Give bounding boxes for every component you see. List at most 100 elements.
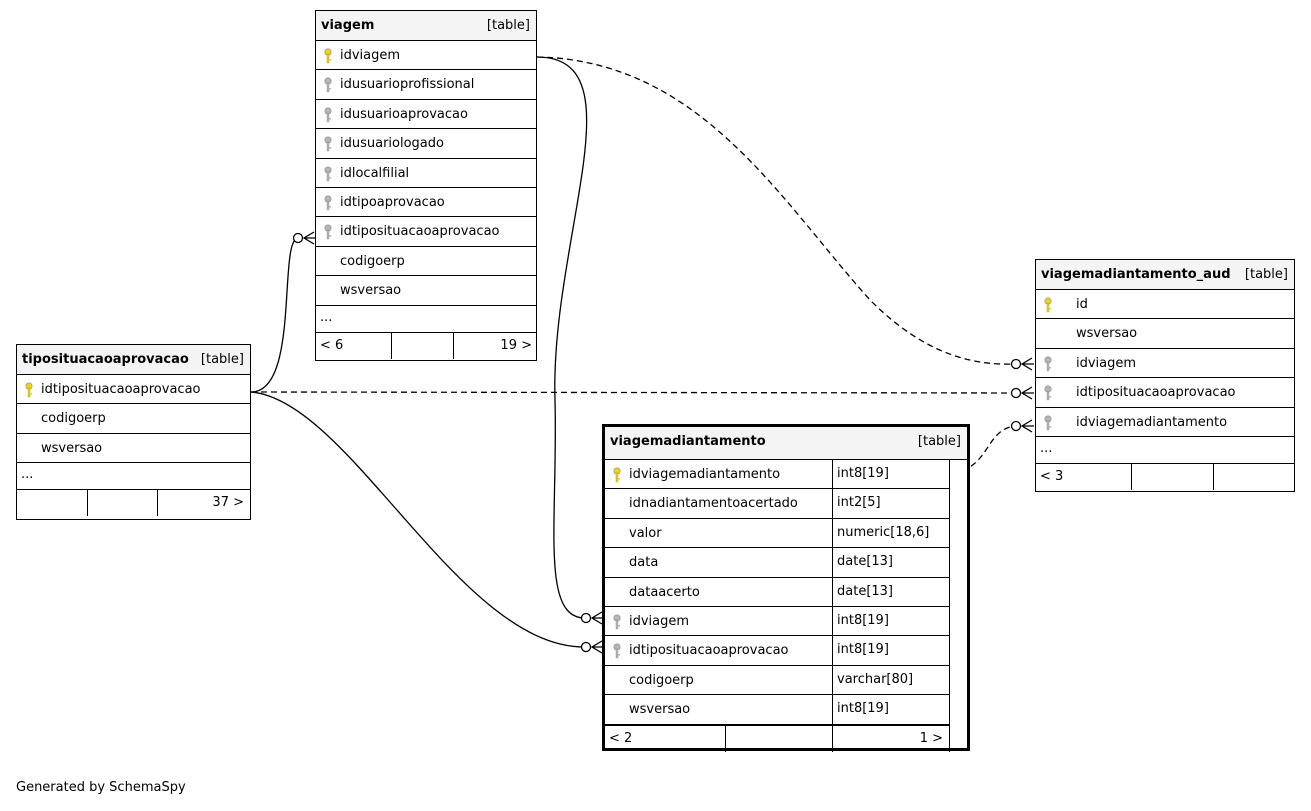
link-aud-viagem (536, 56, 1017, 365)
table-viagemadiantamento[interactable]: viagemadiantamento [table] idviagemadian… (602, 424, 970, 752)
column-name: idtiposituacaoaprovacao (340, 224, 500, 240)
table-name[interactable]: viagemadiantamento_aud (1041, 267, 1231, 282)
column-row[interactable]: idtiposituacaoaprovacao (17, 375, 250, 405)
column-row[interactable]: idtiposituacaoaprovacao (1036, 378, 1294, 408)
foreign-key-icon (323, 107, 333, 123)
foreign-key-icon (323, 166, 333, 182)
column-row[interactable]: valor numeric[18,6] (605, 518, 949, 549)
column-name: idusuarioaprovacao (340, 106, 468, 122)
column-row[interactable]: idviagem (316, 41, 536, 71)
column-name: valor (629, 525, 662, 541)
table-viagem[interactable]: viagem [table] idviagem idusuarioprofissi… (315, 10, 537, 361)
column-name: idviagem (629, 613, 690, 629)
foreign-key-icon (612, 643, 622, 659)
column-row[interactable]: wsversao (316, 276, 536, 306)
column-name: idviagem (1076, 355, 1137, 371)
column-type: date[13] (832, 577, 949, 606)
column-name: data (629, 555, 659, 571)
foreign-key-icon (1043, 415, 1053, 431)
column-row[interactable]: idviagemadiantamento (1036, 408, 1294, 437)
column-row[interactable]: wsversao (1036, 319, 1294, 349)
column-row[interactable]: idtiposituacaoaprovacao (316, 217, 536, 247)
column-row[interactable]: idviagem (1036, 349, 1294, 379)
column-name: idtiposituacaoaprovacao (1076, 385, 1236, 401)
parent-count (17, 490, 88, 517)
table-kind: [table] (486, 18, 530, 33)
column-row[interactable]: codigoerp (316, 247, 536, 277)
column-row[interactable]: idlocalfilial (316, 159, 536, 188)
column-name: codigoerp (629, 672, 694, 688)
foreign-key-icon (1043, 385, 1053, 401)
foreign-key-icon (323, 195, 333, 211)
foreign-key-icon (612, 614, 622, 630)
link-adiantamento-tiposituacao (250, 391, 586, 648)
link-viagem-tiposituacao (250, 237, 299, 393)
table-kind: [table] (917, 434, 961, 449)
column-row[interactable]: codigoerp (17, 404, 250, 434)
column-name: idtiposituacaoaprovacao (41, 382, 201, 397)
column-name: idviagemadiantamento (1076, 414, 1228, 430)
column-row[interactable]: id (1036, 290, 1294, 320)
more-columns: ... (320, 309, 333, 325)
parent-count[interactable]: < 2 (605, 725, 726, 752)
column-name: dataacerto (629, 584, 700, 600)
column-name: id (1076, 297, 1088, 312)
column-name: idusuarioprofissional (340, 77, 475, 93)
more-columns: ... (21, 467, 34, 483)
column-name: idviagem (340, 48, 401, 63)
parent-count[interactable]: < 3 (1036, 463, 1132, 490)
table-viagemadiantamento_aud[interactable]: viagemadiantamento_aud [table] id wsversa… (1035, 259, 1295, 492)
link-adiantamento-viagem (536, 56, 588, 619)
child-count[interactable]: 19 > (500, 337, 532, 353)
table-footer: < 2 1 > (605, 724, 950, 752)
table-tiposituacaoaprovacao[interactable]: tiposituacaoaprovacao [table] idtipositu… (16, 344, 251, 520)
column-type: numeric[18,6] (832, 518, 949, 548)
table-header: viagem [table] (316, 11, 536, 41)
column-name: wsversao (41, 440, 103, 456)
column-row[interactable]: idusuarioaprovacao (316, 100, 536, 130)
column-name: idusuariologado (340, 136, 444, 152)
column-row[interactable]: wsversao (17, 434, 250, 464)
row-count (1132, 463, 1214, 490)
column-row[interactable]: idusuarioprofissional (316, 70, 536, 100)
column-row[interactable]: idviagem int8[19] (605, 606, 949, 637)
column-name: idlocalfilial (340, 165, 410, 181)
foreign-key-icon (1043, 356, 1053, 372)
row-count (88, 490, 158, 517)
column-row[interactable]: idtipoaprovacao (316, 188, 536, 218)
table-kind: [table] (200, 352, 244, 367)
table-kind: [table] (1244, 267, 1288, 282)
column-name: wsversao (1076, 326, 1138, 342)
column-name: idviagemadiantamento (629, 467, 781, 482)
generated-by-label: Generated by SchemaSpy (16, 780, 186, 795)
zero-marker (580, 641, 592, 653)
zero-marker (1010, 387, 1022, 399)
table-name[interactable]: viagem (321, 18, 375, 33)
column-row[interactable]: dataacerto date[13] (605, 577, 949, 607)
column-row[interactable]: idusuariologado (316, 129, 536, 159)
primary-key-icon (1043, 297, 1053, 313)
column-name: idtiposituacaoaprovacao (629, 643, 789, 659)
row-count (392, 332, 454, 359)
parent-count[interactable]: < 6 (316, 332, 392, 359)
column-name: idnadiantamentoacertado (629, 496, 798, 512)
zero-marker (1010, 358, 1022, 370)
table-name[interactable]: tiposituacaoaprovacao (22, 352, 189, 367)
column-type: int8[19] (832, 606, 949, 636)
link-aud-tiposituacao (250, 391, 1017, 394)
foreign-key-icon (323, 224, 333, 240)
column-name: wsversao (340, 283, 402, 299)
column-name: codigoerp (41, 411, 106, 427)
child-count[interactable]: 1 > (919, 730, 943, 746)
child-count[interactable]: 37 > (212, 495, 244, 511)
column-name: idtipoaprovacao (340, 194, 445, 210)
column-name: wsversao (629, 702, 691, 718)
foreign-key-icon (323, 136, 333, 152)
table-name[interactable]: viagemadiantamento (610, 434, 766, 449)
